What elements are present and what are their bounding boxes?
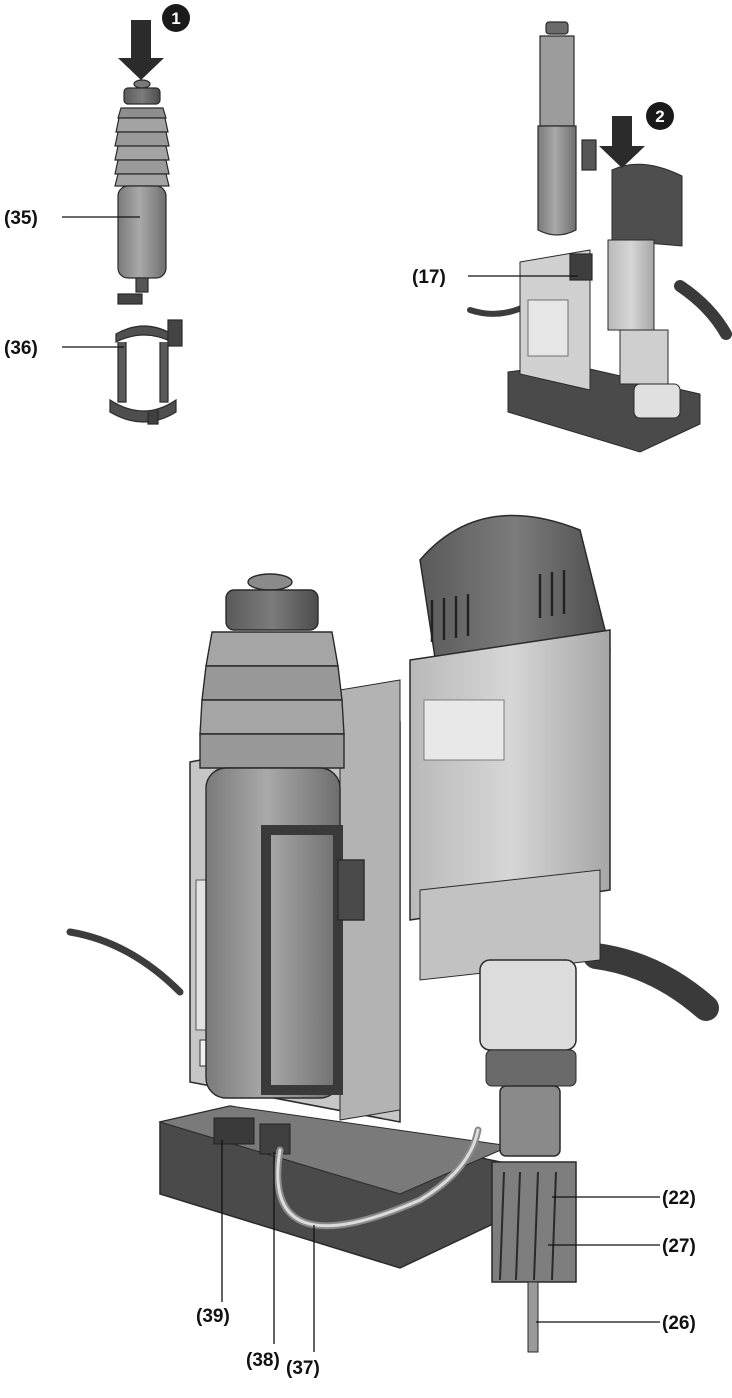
pilot-pin <box>527 1281 539 1353</box>
stop-valve <box>213 1117 255 1145</box>
callout-27: (27) <box>662 1236 696 1257</box>
callout-17: (17) <box>412 267 446 288</box>
step-2-number: 2 <box>655 107 664 126</box>
step-2-badge: 2 <box>646 102 674 130</box>
callout-22: (22) <box>662 1188 696 1209</box>
callout-39: (39) <box>196 1306 230 1327</box>
callout-26: (26) <box>662 1313 696 1334</box>
step-1-illustration: 1 <box>109 4 190 425</box>
main-illustration <box>66 514 719 1353</box>
feed-handle <box>583 943 719 1021</box>
valve-connector <box>259 1123 291 1155</box>
step-2-illustration: 2 <box>467 21 732 453</box>
step-1-number: 1 <box>171 9 180 28</box>
step-1-arrow <box>118 20 164 80</box>
bottle-holder <box>109 319 183 425</box>
leader-lines <box>62 216 660 1352</box>
mounted-bottle <box>199 573 365 1099</box>
callout-38: (38) <box>246 1350 280 1371</box>
callout-35: (35) <box>4 208 38 229</box>
step-2-arrow <box>599 116 645 168</box>
coolant-bottle <box>114 79 170 305</box>
callout-37: (37) <box>286 1358 320 1379</box>
spindle-housing <box>479 959 577 1051</box>
step-1-badge: 1 <box>162 4 190 32</box>
arbor <box>499 1085 561 1157</box>
power-cable <box>66 928 184 996</box>
callout-36: (36) <box>4 338 38 359</box>
